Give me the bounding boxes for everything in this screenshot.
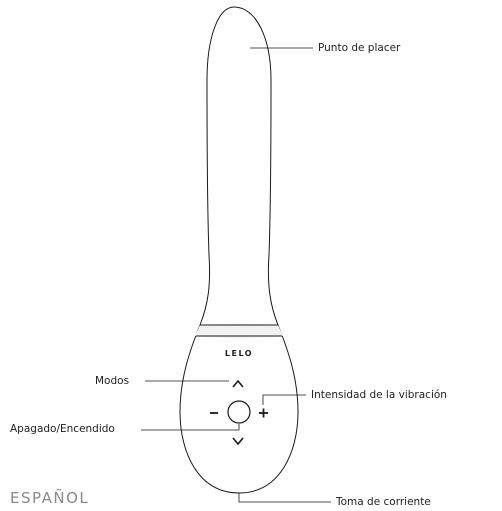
chevron-down-icon[interactable] — [232, 437, 244, 446]
label-modes: Modos — [95, 375, 130, 387]
label-charging-port: Toma de corriente — [336, 496, 431, 508]
leader-power — [141, 424, 240, 431]
label-pleasure-point: Punto de placer — [318, 42, 401, 54]
leader-intensity — [262, 394, 306, 405]
label-vibration-intensity: Intensidad de la vibración — [311, 389, 447, 401]
chevron-up-icon[interactable] — [232, 379, 244, 388]
label-power: Apagado/Encendido — [10, 423, 115, 435]
device-band — [195, 323, 283, 339]
leader-charging-port — [238, 493, 331, 503]
power-button-icon[interactable] — [227, 400, 251, 424]
language-heading: ESPAÑOL — [10, 489, 90, 507]
brand-logo: LELO — [224, 349, 254, 358]
plus-icon[interactable] — [259, 408, 268, 418]
